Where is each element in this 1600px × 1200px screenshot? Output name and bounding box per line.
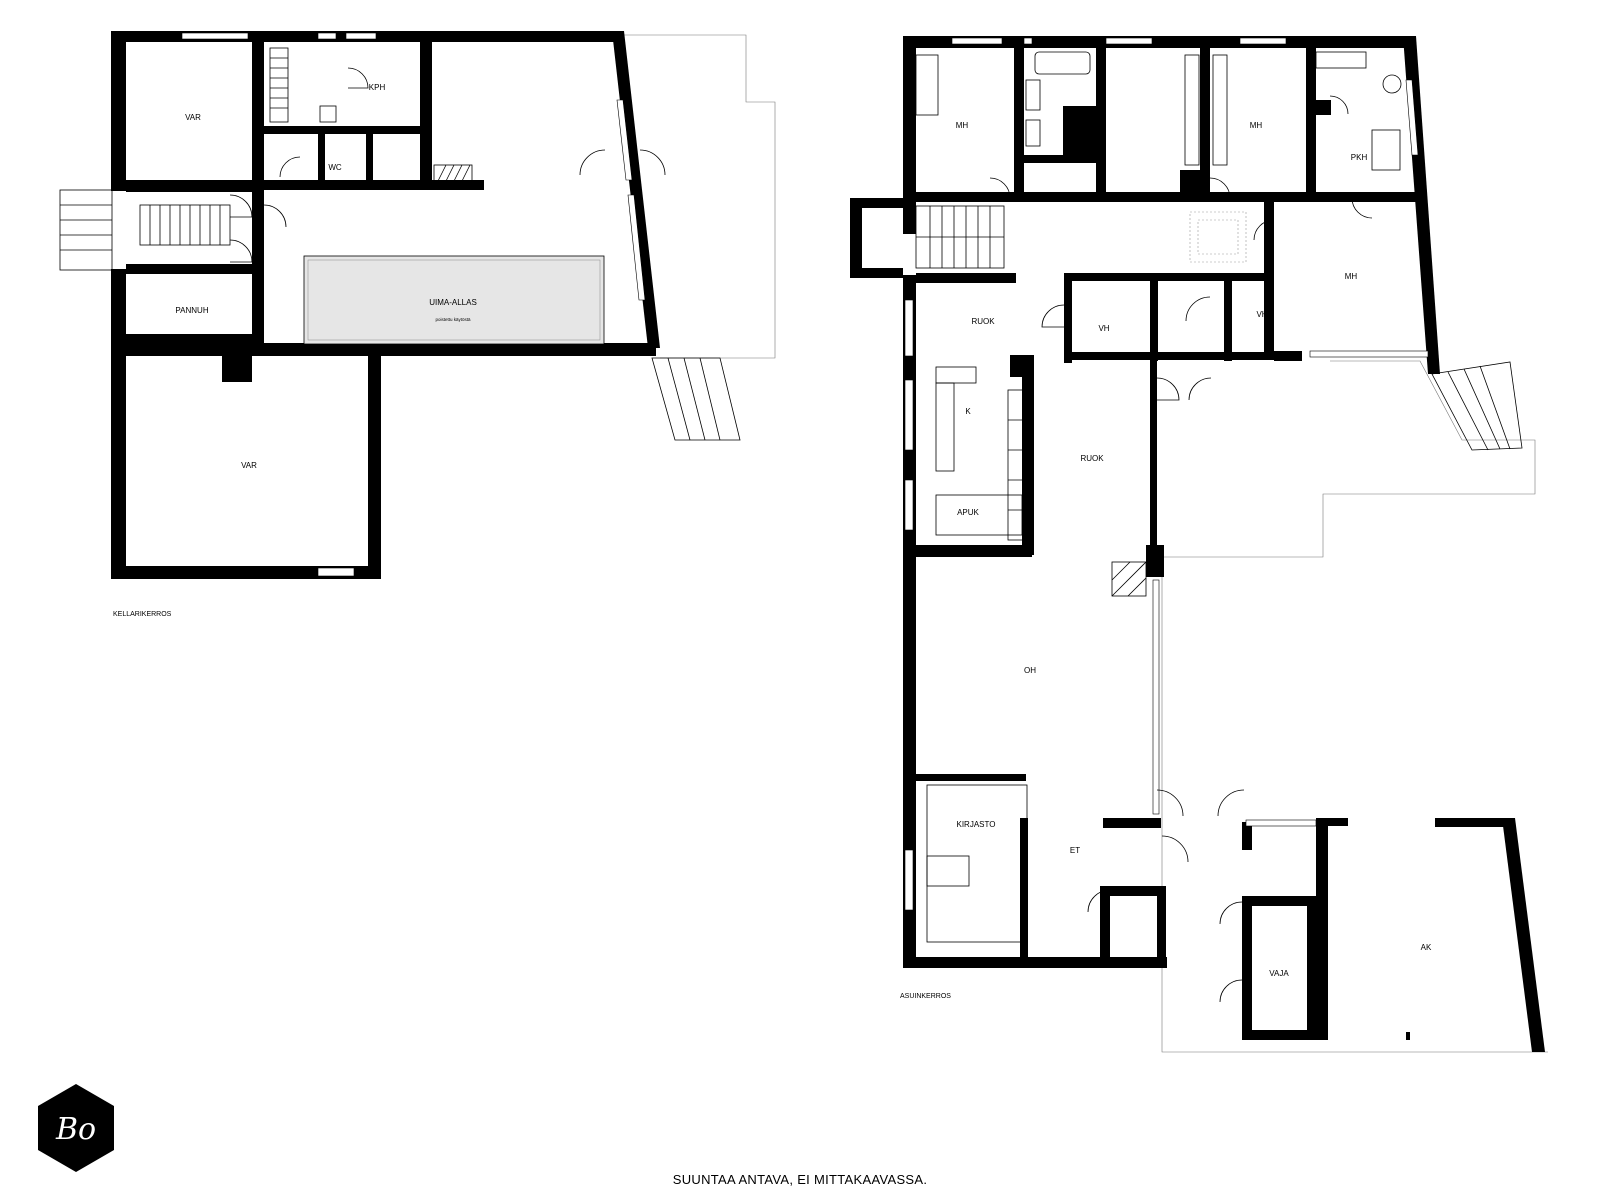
basement-plan: VAR KPH WC PANNUH UIMA-ALLAS poistettu k… xyxy=(59,31,776,618)
room-label-vh-1: VH xyxy=(1098,324,1109,333)
room-label-oh: OH xyxy=(1024,666,1036,675)
room-label-ruok-2: RUOK xyxy=(1080,454,1104,463)
room-label-wc: WC xyxy=(328,163,342,172)
room-label-uima-allas: UIMA-ALLAS xyxy=(429,298,477,307)
room-label-vh-2: VH xyxy=(1256,310,1267,319)
room-label-mh-2: MH xyxy=(1250,121,1263,130)
floor-label-basement: KELLARIKERROS xyxy=(113,611,172,618)
room-label-mh-3: MH xyxy=(1345,272,1358,281)
logo-text: Bo xyxy=(55,1112,96,1147)
room-label-ak: AK xyxy=(1421,943,1432,952)
room-label-wc: WC xyxy=(1074,133,1088,142)
floor-label-main: ASUINKERROS xyxy=(900,993,951,1000)
room-label-var-bottom: VAR xyxy=(241,461,257,470)
room-label-et: ET xyxy=(1070,846,1080,855)
room-label-pannuh: PANNUH xyxy=(175,306,208,315)
room-label-var-top: VAR xyxy=(185,113,201,122)
room-label-vaja: VAJA xyxy=(1269,969,1289,978)
pool-note: poistettu käytöstä xyxy=(435,317,471,322)
room-label-kph: KPH xyxy=(369,83,386,92)
bo-logo: Bo xyxy=(38,1084,114,1172)
room-label-apuk: APUK xyxy=(957,508,979,517)
room-label-ruok-1: RUOK xyxy=(971,317,995,326)
main-floor-plan: MH WC MH PKH MH RUOK VH VH K APUK RUOK O… xyxy=(850,36,1548,1053)
room-label-mh-1: MH xyxy=(956,121,969,130)
room-label-k: K xyxy=(965,407,971,416)
room-label-pkh: PKH xyxy=(1351,153,1368,162)
room-label-kirjasto: KIRJASTO xyxy=(957,820,996,829)
disclaimer-note: SUUNTAA ANTAVA, EI MITTAKAAVASSA. xyxy=(672,1172,928,1187)
